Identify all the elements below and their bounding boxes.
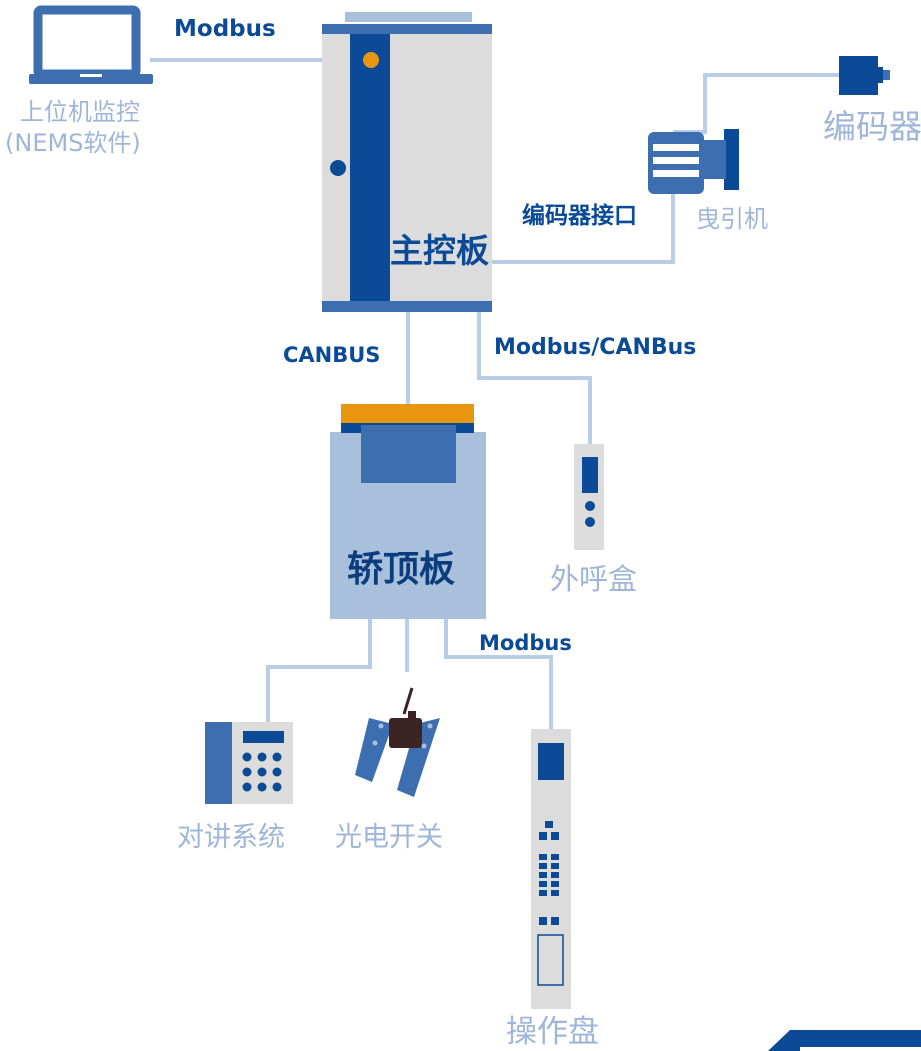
operation-panel-label: 操作盘 — [506, 1014, 599, 1050]
line-car-intercom — [266, 619, 372, 722]
link-label-pc-main: Modbus — [174, 16, 276, 42]
encoder-label: 编码器 — [823, 107, 921, 146]
intercom-phone-icon — [205, 722, 293, 804]
car-top-board-label: 轿顶板 — [347, 549, 456, 590]
laptop-icon — [29, 5, 153, 84]
line-main-traction — [492, 190, 675, 264]
hall-call-box-label: 外呼盒 — [550, 562, 638, 596]
line-traction-encoder — [673, 73, 839, 134]
pc-label: 上位机监控 — [20, 98, 140, 126]
line-car-panel — [444, 619, 553, 729]
pc-sublabel: (NEMS软件) — [5, 129, 141, 157]
link-label-canbus: CANBUS — [283, 343, 381, 367]
car-top-board-icon — [330, 404, 486, 619]
link-label-modbus-canbus: Modbus/CANBus — [494, 335, 697, 360]
line-main-hall — [477, 312, 592, 444]
link-label-encoder-interface: 编码器接口 — [522, 203, 637, 229]
hall-call-box-icon — [574, 444, 604, 550]
photo-switch-label: 光电开关 — [335, 822, 443, 853]
link-label-car-panel: Modbus — [479, 631, 572, 655]
main-board-label: 主控板 — [390, 231, 489, 270]
corner-badge-shape — [768, 1030, 921, 1051]
photoelectric-switch-icon — [355, 687, 440, 797]
encoder-icon — [839, 56, 890, 95]
intercom-label: 对讲系统 — [177, 822, 285, 853]
traction-label: 曳引机 — [696, 205, 768, 233]
traction-machine-icon — [648, 129, 739, 194]
operation-panel-icon — [531, 729, 571, 1009]
cabinet-icon — [322, 12, 492, 312]
